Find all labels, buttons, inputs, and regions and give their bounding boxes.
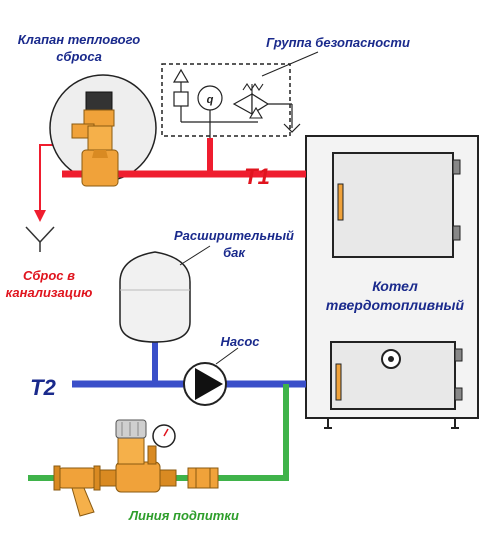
pump-triangle-icon (183, 347, 239, 406)
expansion-tank-label-2: бак (223, 245, 246, 260)
drain-label-1: Сброс в (23, 268, 75, 283)
expansion-tank-label-1: Расширительный (174, 228, 294, 243)
gauge-symbol: q (207, 94, 214, 106)
pressure-reducer-icon (99, 419, 219, 493)
y-strainer-icon (53, 465, 101, 517)
thermal-valve-label-1: Клапан теплового (18, 32, 140, 47)
safety-group-symbol: q (161, 51, 319, 138)
expansion-tank-icon (119, 245, 211, 343)
thermal-valve-label-2: сброса (56, 49, 102, 64)
makeup-line-label: Линия подпитки (128, 508, 239, 523)
drain-label-2: канализацию (6, 285, 93, 300)
pressure-gauge-icon (147, 424, 176, 465)
boiler-label-2: твердотопливный (326, 297, 465, 313)
boiler (305, 135, 479, 429)
t2-label: T2 (30, 375, 56, 400)
brass-valve-icon (49, 74, 157, 187)
t1-label: T1 (244, 164, 270, 189)
pump-label: Насос (220, 334, 260, 349)
safety-group-label: Группа безопасности (266, 35, 410, 50)
boiler-label-1: Котел (372, 278, 418, 294)
